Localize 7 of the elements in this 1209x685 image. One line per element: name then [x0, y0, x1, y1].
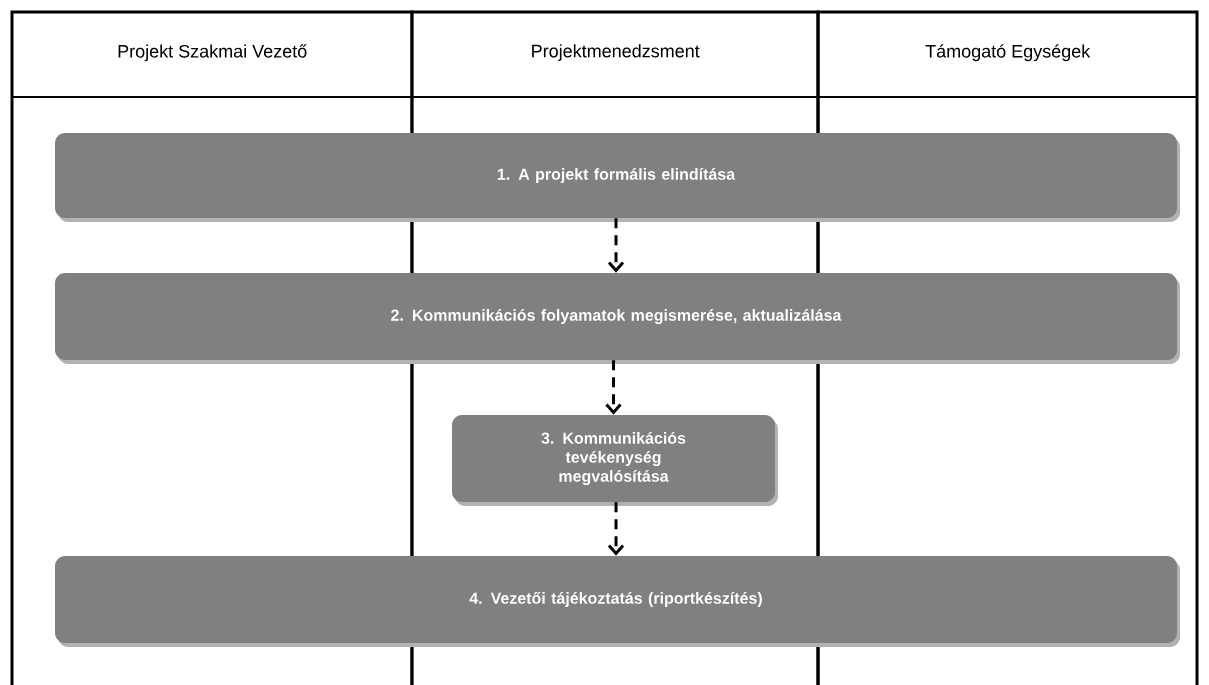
arrow: [607, 218, 625, 273]
arrow: [607, 502, 625, 556]
process-box: 3. Kommunikációs tevékenység megvalósítása: [452, 415, 778, 506]
process-box: 4. Vezetői tájékoztatás (riportkészítés): [55, 556, 1180, 647]
arrow: [605, 360, 622, 415]
process-box: 1. A projekt formális elindítása: [55, 133, 1180, 222]
process-box: 2. Kommunikációs folyamatok megismerése, aktualizálása: [55, 273, 1180, 364]
